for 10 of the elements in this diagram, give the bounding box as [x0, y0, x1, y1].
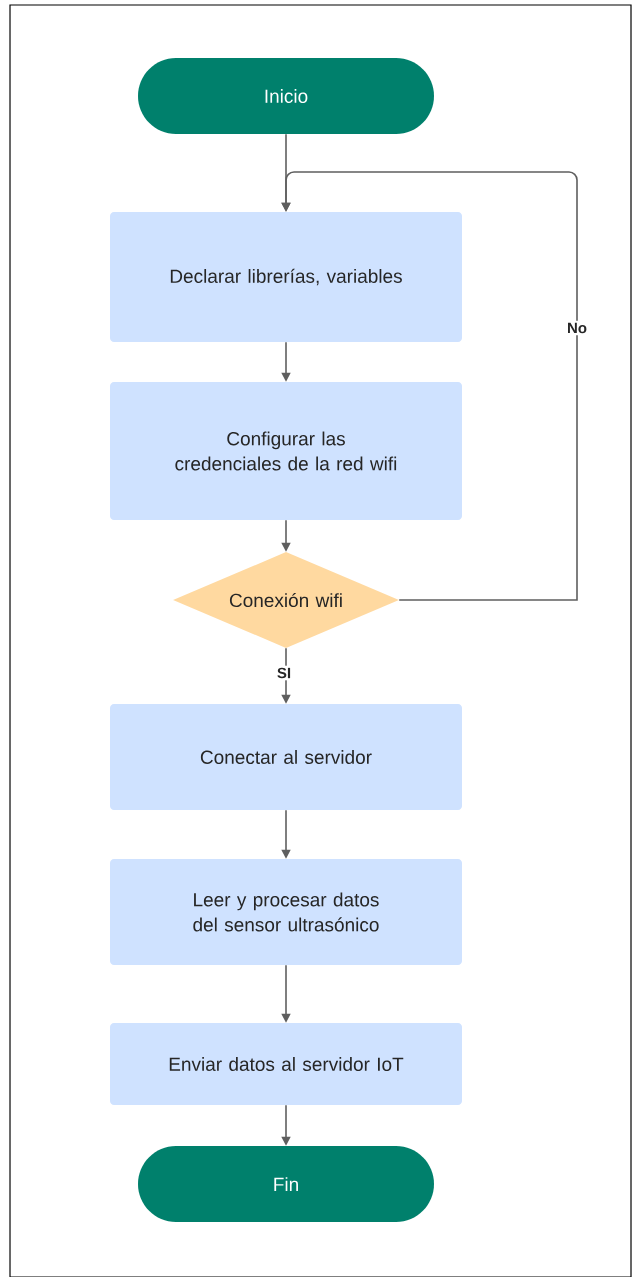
- process-box: Configurar las credenciales de la red wifi: [110, 382, 462, 520]
- edge-label: SI: [274, 665, 294, 681]
- edge-label: No: [565, 320, 589, 336]
- process-box: Conectar al servidor: [110, 704, 462, 810]
- arrow: [281, 171, 578, 601]
- process-box: Leer y procesar datos del sensor ultrasónico: [110, 859, 462, 965]
- process-box: Enviar datos al servidor IoT: [110, 1023, 462, 1105]
- process-box: Declarar librerías, variables: [110, 212, 462, 342]
- terminal-pill: Inicio: [138, 58, 434, 134]
- terminal-pill: Fin: [138, 1146, 434, 1222]
